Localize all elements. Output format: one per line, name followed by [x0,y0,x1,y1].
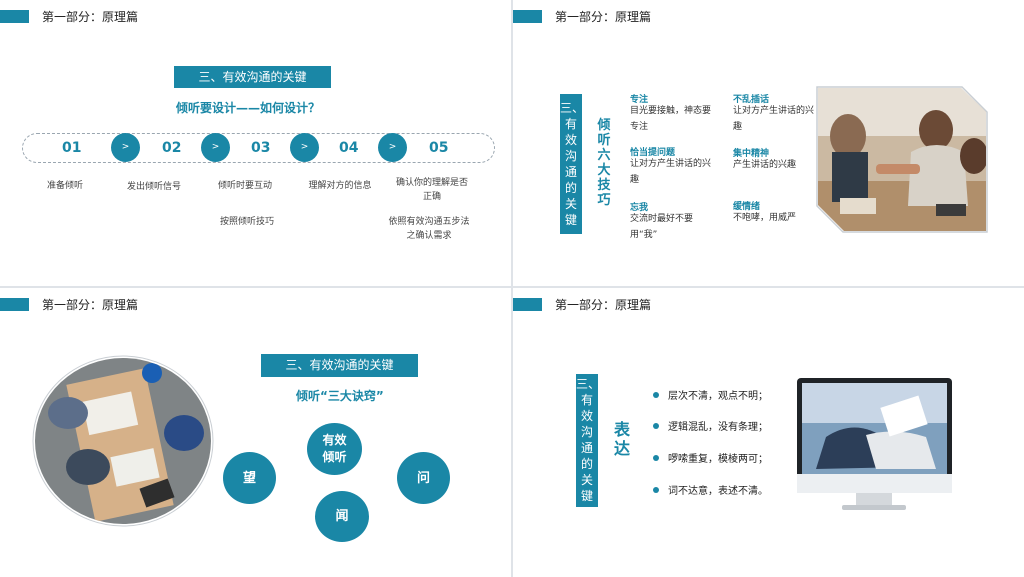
tip-title: 恰当提问题 [630,148,676,158]
vertical-title: 倾听六大技巧 [597,118,611,208]
meeting-photo [816,86,988,233]
slide-1[interactable]: 第一部分：原理篇 三、有效沟通的关键 倾听要设计——如何设计？ 01 > 02 … [0,0,511,286]
step-number-04: 04 [339,140,359,156]
header-accent-bar [513,10,542,23]
step-number-01: 01 [62,140,82,156]
header-accent-bar [513,298,542,311]
chevron-right-icon: > [290,133,319,162]
chevron-right-icon: > [111,133,140,162]
slide-3[interactable]: 第一部分：原理篇 三、有效沟通的关键 倾听“三大诀窍” 有效倾听 望 问 闻 [0,288,511,577]
slide-subtitle: 倾听要设计——如何设计？ [176,101,321,115]
slide-4[interactable]: 第一部分：原理篇 三、有效沟通的关键 表达 层次不清，观点不明； 逻辑混乱，没有… [513,288,1024,577]
bullet-item: 啰嗦重复，模棱两可； [653,450,768,465]
tip-desc: 让对方产生讲话的兴趣 [630,159,712,185]
tip-title: 集中精神 [733,149,770,159]
tip-desc: 不咆哮，用威严 [733,213,797,223]
step-label-02: 发出倾听信号 [126,182,181,192]
bullet-item: 逻辑混乱，没有条理； [653,418,768,433]
side-title-box: 三、有效沟通的关键 [576,374,600,507]
header-accent-bar [0,10,29,23]
tip-title: 缓情绪 [733,202,761,212]
team-photo [32,355,214,527]
tip-desc: 产生讲话的兴趣 [733,160,797,170]
tip-title: 忘我 [630,203,649,213]
slide-title-box: 三、有效沟通的关键 [261,354,418,377]
step-number-03: 03 [251,140,271,156]
side-title-box: 三、有效沟通的关键 [560,94,584,234]
tip-desc: 让对方产生讲话的兴趣 [733,106,815,132]
step-label-04: 理解对方的信息 [308,181,372,191]
circle-listen: 闻 [315,491,369,542]
tip-title: 不乱插话 [733,95,770,105]
section-header: 第一部分：原理篇 [42,298,139,312]
step-number-02: 02 [162,140,182,156]
tip-desc: 交流时最好不要用“我” [630,214,694,240]
circle-look: 望 [223,452,276,504]
slide-title-box: 三、有效沟通的关键 [174,66,331,88]
header-accent-bar [0,298,29,311]
step-label-03: 倾听时要互动 [217,181,272,191]
tip-title: 专注 [630,95,649,105]
slide-subtitle: 倾听“三大诀窍” [296,389,384,403]
step-label-01: 准备倾听 [46,181,83,191]
step-number-05: 05 [429,140,449,156]
bullet-item: 层次不清，观点不明； [653,387,768,402]
tip-desc: 目光要接触，神态要专注 [630,106,712,132]
vertical-title: 表达 [613,420,630,458]
section-header: 第一部分：原理篇 [555,10,652,24]
chevron-right-icon: > [201,133,230,162]
section-header: 第一部分：原理篇 [555,298,652,312]
chevron-right-icon: > [378,133,407,162]
slide-2[interactable]: 第一部分：原理篇 三、有效沟通的关键 倾听六大技巧 专注 目光要接触，神态要专注… [513,0,1024,286]
bullet-item: 词不达意，表述不清。 [653,482,768,497]
steps-track [22,133,495,163]
center-circle: 有效倾听 [307,423,362,475]
step-note-03: 按照倾听技巧 [219,217,274,227]
monitor-photo [797,378,952,510]
section-header: 第一部分：原理篇 [42,10,139,24]
step-note-05: 依照有效沟通五步法之确认需求 [388,217,470,241]
step-label-05: 确认你的理解是否正确 [396,178,469,202]
circle-ask: 问 [397,452,450,504]
